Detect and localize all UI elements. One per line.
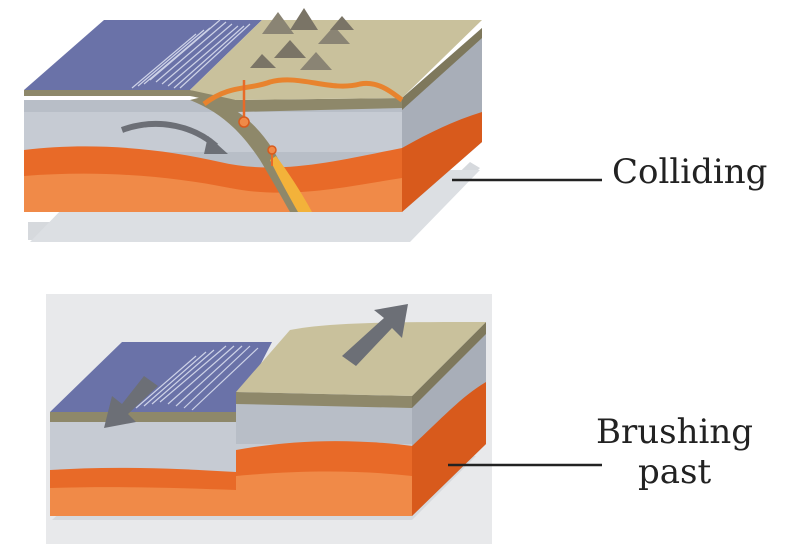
mountain-range — [250, 8, 354, 70]
left-block-front-crust — [50, 412, 236, 422]
right-block-side-mantle — [412, 382, 486, 516]
colliding-mantle-band-light — [24, 173, 402, 212]
magma-chamber-upper — [238, 116, 250, 128]
left-block-wave-texture — [135, 345, 259, 411]
surface-lava-strip — [202, 77, 404, 107]
colliding-side-mantle — [402, 112, 482, 212]
ocean-wave-texture — [131, 19, 251, 89]
arrow-icon-toward — [104, 376, 158, 428]
label-colliding: Colliding — [612, 152, 768, 192]
subducting-slab — [190, 96, 306, 212]
right-block-front-crust — [236, 392, 412, 408]
right-block-side-crust — [412, 322, 486, 408]
right-block-front-grey-band — [236, 404, 412, 444]
label-brushing-past: past — [638, 452, 712, 492]
left-block-surface — [50, 342, 272, 412]
colliding-front-crust — [24, 90, 402, 112]
left-block-front-mantle-light — [50, 487, 236, 516]
colliding-side-crust — [402, 28, 482, 110]
label-brushing: Brushing — [596, 412, 754, 452]
colliding-block — [24, 8, 482, 242]
ocean-plate-surface — [24, 20, 262, 90]
continental-plate-surface — [190, 20, 482, 100]
arrow-icon-head — [204, 136, 228, 154]
right-block-front-mantle-light — [236, 471, 412, 516]
melt-zone — [270, 156, 312, 212]
brushing-block — [50, 304, 486, 520]
arrow-icon-away — [342, 304, 408, 366]
magma-chamber-lower — [267, 145, 277, 155]
